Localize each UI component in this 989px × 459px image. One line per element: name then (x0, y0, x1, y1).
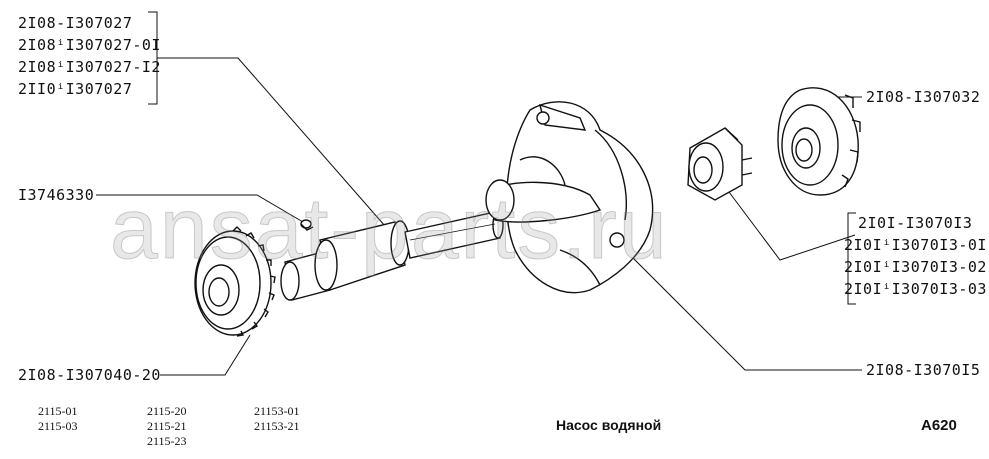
part-number[interactable]: 2I08ⁱI307027-0I (18, 36, 161, 54)
part-number[interactable]: 2I08-I307027 (18, 14, 133, 32)
shaft-key (300, 219, 314, 231)
part-number[interactable]: 2I0IⁱI3070I3-03 (844, 280, 987, 298)
part-number[interactable]: 2I08-I3070I5 (866, 361, 981, 379)
leader-lines (96, 11, 862, 376)
part-number[interactable]: 2II0ⁱI307027 (18, 80, 133, 98)
part-number[interactable]: I3746330 (18, 186, 95, 204)
part-number[interactable]: 2I0I-I3070I3 (858, 214, 973, 232)
callout-housing: 2I08-I3070I5 (866, 359, 980, 381)
callout-key: I3746330 (18, 184, 94, 206)
model-code: 2115-23 (147, 434, 187, 448)
pump-cover (777, 87, 861, 196)
pump-housing (485, 101, 654, 294)
diagram-title: Насос водяной (556, 417, 662, 433)
models-column-2: 2115-20 2115-21 2115-23 (147, 404, 187, 449)
model-code: 2115-03 (38, 419, 78, 433)
callout-cover: 2I08-I307032 (866, 86, 980, 108)
model-code: 21153-21 (254, 419, 300, 433)
part-number[interactable]: 2I0IⁱI3070I3-02 (844, 258, 987, 276)
part-number[interactable]: 2I0IⁱI3070I3-0I (844, 236, 987, 254)
part-number[interactable]: 2I08ⁱI307027-I2 (18, 58, 161, 76)
model-code: 2115-20 (147, 404, 187, 418)
callout-shaft-group: 2I08-I307027 2I08ⁱI307027-0I 2I08ⁱI30702… (18, 12, 161, 100)
callout-gear: 2I08-I307040-20 (18, 364, 161, 386)
part-number[interactable]: 2I08-I307040-20 (18, 366, 161, 384)
bearing-nut (687, 127, 753, 201)
page-code: A620 (921, 417, 957, 434)
part-number[interactable]: 2I08-I307032 (866, 88, 981, 106)
drive-gear (194, 226, 276, 337)
model-code: 2115-01 (38, 404, 78, 418)
models-column-1: 2115-01 2115-03 (38, 404, 78, 434)
models-column-3: 21153-01 21153-21 (254, 404, 300, 434)
model-code: 21153-01 (254, 404, 300, 418)
shaft-bearing (280, 211, 504, 301)
callout-nut-group: 2I0I-I3070I3 2I0IⁱI3070I3-0I 2I0IⁱI3070I… (844, 212, 987, 300)
model-code: 2115-21 (147, 419, 187, 433)
